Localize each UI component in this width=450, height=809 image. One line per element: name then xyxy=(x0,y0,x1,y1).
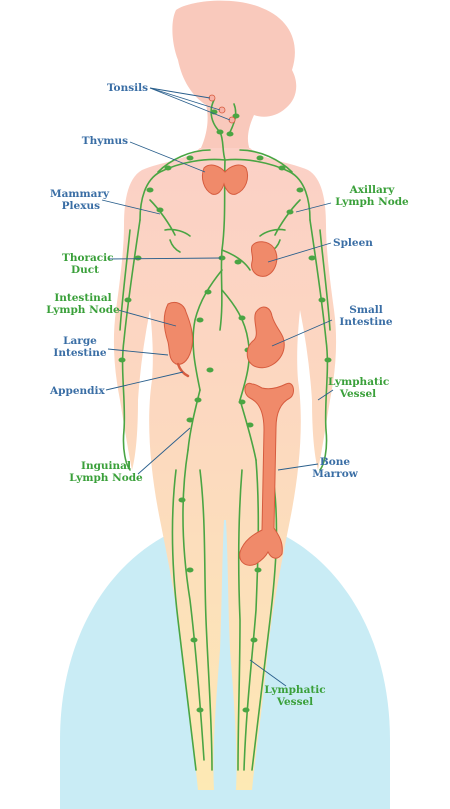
label-inguinal-lymph-node-line1: Inguinal xyxy=(81,460,131,472)
label-tonsils-line1: Tonsils xyxy=(106,82,148,94)
spleen-organ xyxy=(250,241,278,277)
label-bone-marrow-line1: Bone xyxy=(319,456,351,468)
leader-lines xyxy=(101,87,334,687)
label-lymphatic-vessel-arm-line2: Vessel xyxy=(339,388,377,400)
label-small-intestine: Small Intestine xyxy=(334,304,398,328)
background-dome xyxy=(60,520,390,809)
label-intestinal-lymph-node-line1: Intestinal xyxy=(54,292,112,304)
label-thymus: Thymus xyxy=(78,135,128,147)
label-small-intestine-line2: Intestine xyxy=(339,316,393,328)
label-large-intestine: Large Intestine xyxy=(50,335,110,359)
label-inguinal-lymph-node-line2: Lymph Node xyxy=(69,472,143,484)
label-small-intestine-line1: Small xyxy=(349,304,383,316)
label-mammary-plexus: Mammary Plexus xyxy=(50,188,110,212)
label-appendix: Appendix xyxy=(50,385,105,397)
bone-marrow-organ xyxy=(239,382,294,566)
label-thoracic-duct-line1: Thoracic xyxy=(62,252,114,264)
label-mammary-plexus-line2: Plexus xyxy=(61,200,100,212)
label-appendix-line1: Appendix xyxy=(50,385,105,397)
label-inguinal-lymph-node: Inguinal Lymph Node xyxy=(66,460,146,484)
label-bone-marrow: Bone Marrow xyxy=(310,456,360,480)
label-lymphatic-vessel-leg-line1: Lymphatic xyxy=(264,684,326,696)
label-spleen: Spleen xyxy=(333,237,373,249)
large-intestine-organ xyxy=(163,301,193,365)
label-tonsils: Tonsils xyxy=(98,82,148,94)
label-axillary-lymph-node-line2: Lymph Node xyxy=(335,196,409,208)
label-spleen-line1: Spleen xyxy=(333,237,373,249)
label-mammary-plexus-line1: Mammary xyxy=(50,188,110,200)
label-thoracic-duct-line2: Duct xyxy=(71,264,99,276)
label-axillary-lymph-node: Axillary Lymph Node xyxy=(332,184,412,208)
label-axillary-lymph-node-line1: Axillary xyxy=(349,184,395,196)
head-silhouette xyxy=(172,0,297,150)
tonsils-organ xyxy=(208,94,236,124)
label-intestinal-lymph-node-line2: Lymph Node xyxy=(46,304,120,316)
label-thoracic-duct: Thoracic Duct xyxy=(62,252,114,276)
label-lymphatic-vessel-arm: Lymphatic Vessel xyxy=(328,376,390,400)
label-large-intestine-line2: Intestine xyxy=(53,347,107,359)
small-intestine-organ xyxy=(246,306,285,369)
label-lymphatic-vessel-leg-line2: Vessel xyxy=(276,696,314,708)
label-lymphatic-vessel-leg: Lymphatic Vessel xyxy=(262,684,328,708)
label-thymus-line1: Thymus xyxy=(81,135,128,147)
label-lymphatic-vessel-arm-line1: Lymphatic xyxy=(328,376,390,388)
thymus-organ xyxy=(201,164,249,195)
label-large-intestine-line1: Large xyxy=(63,335,97,347)
label-intestinal-lymph-node: Intestinal Lymph Node xyxy=(46,292,120,316)
label-bone-marrow-line2: Marrow xyxy=(312,468,358,480)
appendix-organ xyxy=(176,362,190,378)
